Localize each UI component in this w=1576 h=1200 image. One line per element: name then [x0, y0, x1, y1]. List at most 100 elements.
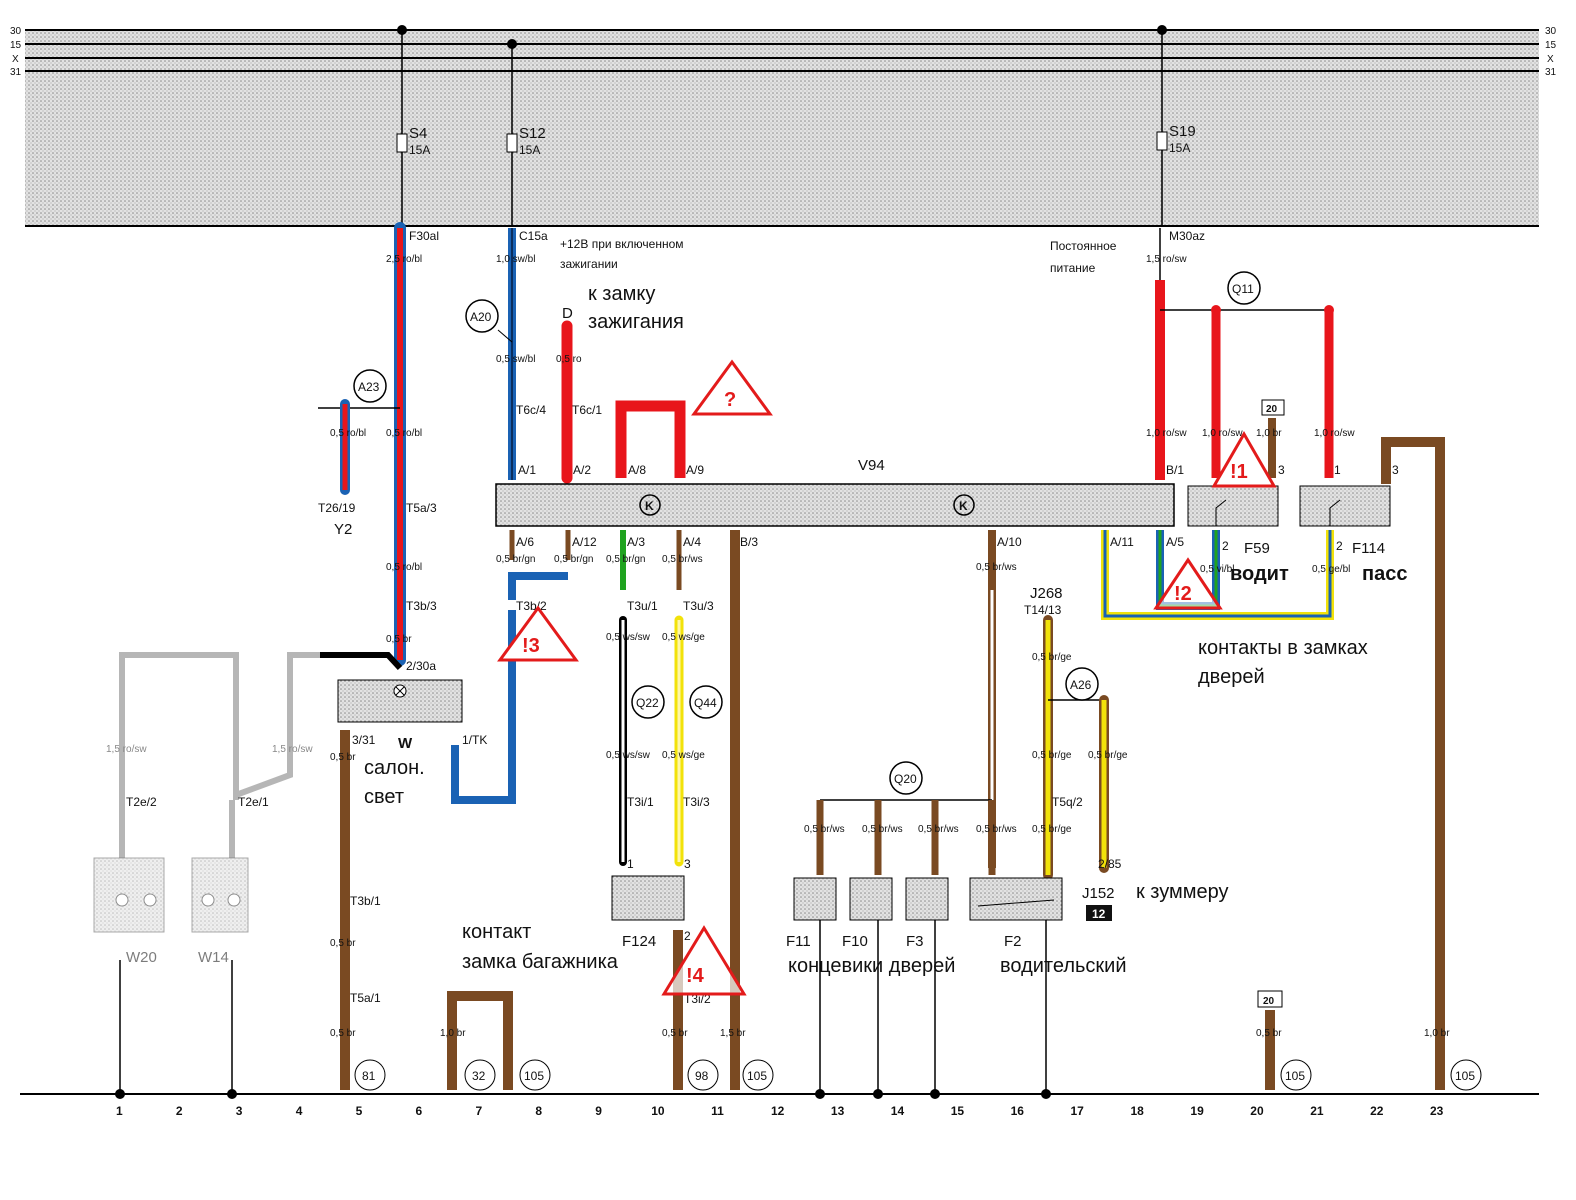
svg-text:1,5 ro/sw: 1,5 ro/sw	[106, 744, 147, 755]
svg-text:0,5 br/ge: 0,5 br/ge	[1032, 652, 1072, 663]
svg-text:A26: A26	[1070, 678, 1092, 692]
note-salon-2: свет	[364, 786, 404, 808]
w14-label: W14	[198, 949, 229, 966]
note-trunk-2: замка багажника	[462, 951, 619, 973]
w-label: W	[398, 735, 413, 752]
column-number: 15	[951, 1104, 965, 1118]
svg-text:3/31: 3/31	[352, 733, 376, 747]
svg-text:Q44: Q44	[694, 696, 717, 710]
switch-f11: F11	[786, 877, 837, 950]
v94-k-left: K	[645, 499, 654, 513]
svg-text:F2: F2	[1004, 933, 1022, 950]
bus-label-right-30: 30	[1545, 26, 1557, 37]
svg-text:0,5 br/ws: 0,5 br/ws	[976, 824, 1017, 835]
note-trunk-1: контакт	[462, 921, 531, 943]
column-number: 4	[296, 1104, 303, 1118]
box-20-bottom: 20	[1257, 990, 1283, 1008]
ground-refs: 81 32 105 98 105 105 105	[354, 1059, 1482, 1091]
svg-text:0,5 br/ws: 0,5 br/ws	[918, 824, 959, 835]
wire-switch-grounds	[819, 920, 1047, 1094]
wire-j268	[1043, 615, 1109, 880]
v94-pins-bottom: A/6 A/12 A/3 A/4 B/3 A/10 A/11 A/5	[516, 535, 1184, 549]
svg-text:2: 2	[1222, 539, 1229, 553]
wire-brown-23	[1381, 437, 1445, 1090]
column-number: 18	[1131, 1104, 1145, 1118]
switch-f114: 1 3 2 F114	[1299, 463, 1399, 557]
svg-text:T6c/1: T6c/1	[572, 403, 602, 417]
svg-text:0,5 ro: 0,5 ro	[556, 354, 582, 365]
fuse-s19: S19 15A M30az	[1156, 25, 1205, 243]
column-number: 8	[535, 1104, 542, 1118]
svg-text:0,5 br: 0,5 br	[330, 752, 356, 763]
wire-a8-a9	[615, 400, 686, 478]
svg-text:98: 98	[695, 1069, 709, 1083]
fuse-s4-rating: 15A	[409, 143, 430, 157]
warning-4: !4	[661, 925, 747, 996]
note-driver-switch: водительский	[1000, 955, 1127, 977]
fuse-s19-rating: 15A	[1169, 141, 1190, 155]
svg-text:Q20: Q20	[894, 772, 917, 786]
svg-text:J268: J268	[1030, 585, 1063, 602]
node-a23: A23	[353, 369, 387, 403]
bus-label-right-31: 31	[1545, 67, 1557, 78]
svg-text:T6c/4: T6c/4	[516, 403, 546, 417]
ground-bus	[20, 1089, 1539, 1099]
node-q22: Q22	[631, 685, 665, 719]
f124-label: F124	[622, 933, 656, 950]
note-to-buzzer: к зуммеру	[1136, 881, 1229, 903]
svg-text:1,5 br: 1,5 br	[720, 1028, 746, 1039]
column-number: 23	[1430, 1104, 1444, 1118]
svg-text:32: 32	[472, 1069, 486, 1083]
svg-text:0,5 br/ws: 0,5 br/ws	[976, 562, 1017, 573]
wire-trunk-contact	[447, 991, 513, 1090]
fuse-s19-id: S19	[1169, 123, 1196, 140]
svg-text:A23: A23	[358, 380, 380, 394]
component-y2: T26/19 Y2	[318, 501, 356, 538]
warning-2: !2	[1153, 557, 1223, 610]
svg-text:?: ?	[724, 389, 736, 411]
svg-text:1,0 br: 1,0 br	[1424, 1028, 1450, 1039]
fuse-s19-terminal: M30az	[1169, 229, 1205, 243]
svg-text:0,5 ws/ge: 0,5 ws/ge	[662, 632, 705, 643]
svg-text:2,5 ro/bl: 2,5 ro/bl	[386, 254, 422, 265]
bus-label-left-30: 30	[10, 26, 22, 37]
switch-f2: F2	[969, 877, 1063, 950]
column-number: 22	[1370, 1104, 1384, 1118]
svg-text:A/6: A/6	[516, 535, 534, 549]
node-q20: Q20	[889, 761, 923, 795]
svg-text:2: 2	[684, 929, 691, 943]
bus-label-right-x: X	[1547, 54, 1554, 65]
svg-text:!1: !1	[1230, 461, 1248, 483]
column-number: 9	[595, 1104, 602, 1118]
svg-text:2/85: 2/85	[1098, 857, 1122, 871]
svg-text:81: 81	[362, 1069, 376, 1083]
note-permanent-1: Постоянное	[1050, 239, 1117, 253]
box-20-top: 20	[1261, 399, 1285, 416]
ignition-lock-label: D	[562, 305, 573, 322]
column-number: 11	[711, 1104, 724, 1118]
column-number: 12	[771, 1104, 785, 1118]
v94-label: V94	[858, 457, 885, 474]
fuse-s12-terminal: C15a	[519, 229, 548, 243]
note-permanent-2: питание	[1050, 261, 1096, 275]
svg-text:A/12: A/12	[572, 535, 597, 549]
lamp-w20: W20	[93, 857, 165, 966]
note-to-ignition-1: к замку	[588, 283, 655, 305]
svg-text:2: 2	[1336, 539, 1343, 553]
note-ignition-1: +12В при включенном	[560, 237, 684, 251]
fuse-s12-rating: 15A	[519, 143, 540, 157]
svg-text:0,5 sw/bl: 0,5 sw/bl	[496, 354, 535, 365]
svg-text:1,0 br: 1,0 br	[1256, 428, 1282, 439]
lamp-w: 2/30a 3/31 1/TK W	[337, 659, 487, 752]
svg-text:T3b/1: T3b/1	[350, 894, 381, 908]
svg-text:A/3: A/3	[627, 535, 645, 549]
f59-label: F59	[1244, 540, 1270, 557]
svg-text:2/30a: 2/30a	[406, 659, 436, 673]
fuse-s4: S4 15A F30al	[396, 25, 439, 243]
svg-text:A/1: A/1	[518, 463, 536, 477]
svg-text:105: 105	[747, 1069, 767, 1083]
svg-text:!2: !2	[1174, 583, 1192, 605]
fuse-s12: S12 15A C15a	[506, 39, 548, 243]
svg-text:1,0 sw/bl: 1,0 sw/bl	[496, 254, 535, 265]
